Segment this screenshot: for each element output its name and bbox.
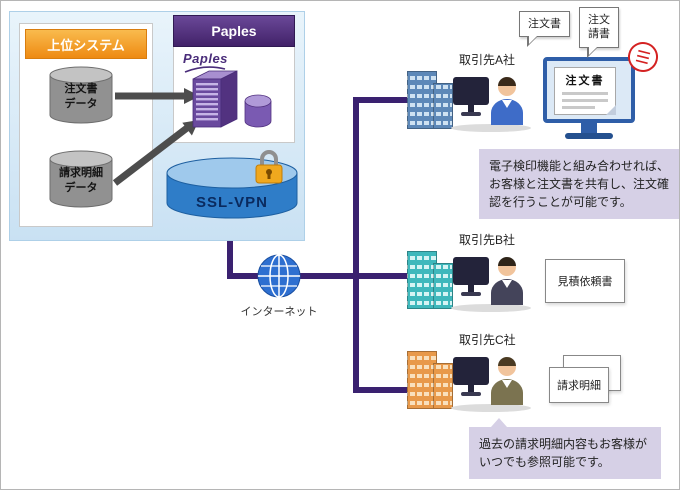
connector-main-horizontal [227,273,417,279]
upper-system-title: 上位システム [47,37,125,53]
quote-request-doc: 見積依頼書 [545,259,625,303]
connector-to-partner-a [353,97,417,103]
order-document-page: 注文書 [554,67,616,115]
monitor-stand [581,123,597,133]
billing-database-label: 請求明細 データ [59,167,103,194]
connector-vpn-down [227,216,233,279]
past-billing-callout: 過去の請求明細内容もお客様がいつでも参照可能です。 [469,418,661,479]
logo-swoosh-icon [184,66,226,73]
lock-icon [255,150,283,184]
order-database-label: 注文書 データ [64,83,98,110]
shared-document-monitor: 注文書 [543,57,635,141]
upper-system-header: 上位システム [25,29,147,59]
billing-doc-front-sheet: 請求明細 [549,367,609,403]
partner-a-building-icon [407,65,453,129]
partner-c-person-at-pc-icon [451,357,531,412]
approval-seal-icon [628,42,658,72]
order-document-title: 注文書 [565,75,605,87]
paples-logo: Paples [183,51,228,73]
billing-detail-docs: 請求明細 [549,355,623,405]
paples-server-icon [192,70,272,128]
billing-database: 請求明細 データ [47,149,115,209]
internet-label: インターネット [240,306,318,318]
database-cylinder-icon [49,66,113,124]
ssl-vpn-label: SSL-VPN [195,194,268,211]
order-doc-bubble: 注文書 [519,11,570,48]
monitor-base [565,133,613,139]
partner-c-name: 取引先C社 [459,333,516,347]
paples-header: Paples [173,15,295,47]
electronic-seal-callout: 電子検印機能と組み合わせれば、お客様と注文書を共有し、注文確認を行うことが可能で… [479,149,679,219]
partner-a-person-at-pc-icon [451,77,531,132]
database-cylinder-icon [49,150,113,208]
partner-a-name: 取引先A社 [459,53,516,67]
order-confirmation-doc-bubble: 注文 請書 [579,7,619,58]
partner-b-building-icon [407,245,453,309]
connector-branch-vertical [353,97,359,393]
partner-c-building-icon [407,345,453,409]
partner-b-person-at-pc-icon [451,257,531,312]
order-database: 注文書 データ [47,65,115,125]
connector-to-partner-c [353,387,417,393]
paples-header-title: Paples [211,23,257,39]
monitor-screen: 注文書 [543,57,635,123]
internet-globe-icon [257,254,301,298]
partner-b-name: 取引先B社 [459,233,516,247]
